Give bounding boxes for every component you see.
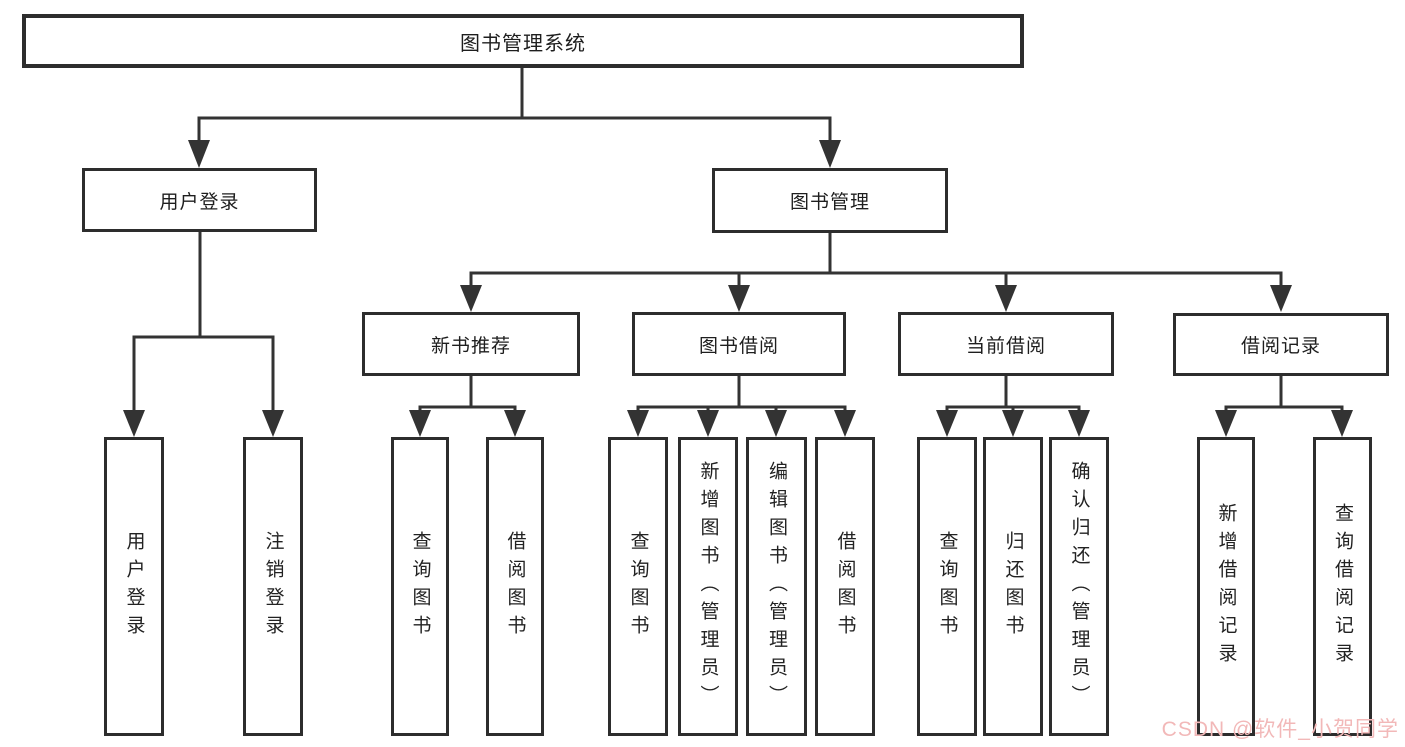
leaf-query-books-borrow: 查询图书 <box>608 437 668 736</box>
leaf-borrow-books: 借阅图书 <box>815 437 875 736</box>
arrowhead <box>409 410 431 437</box>
arrowhead <box>262 410 284 437</box>
node-new-book-recommend: 新书推荐 <box>362 312 580 376</box>
arrowhead <box>995 285 1017 312</box>
arrowhead <box>1002 410 1024 437</box>
leaf-add-borrow-record: 新增借阅记录 <box>1197 437 1255 736</box>
leaf-label: 编辑图书（管理员） <box>766 460 787 713</box>
arrowhead <box>1270 285 1292 312</box>
leaf-label: 新增图书（管理员） <box>697 460 719 713</box>
leaf-label: 查询借阅记录 <box>1332 502 1353 671</box>
leaf-logout: 注销登录 <box>243 437 303 736</box>
node-borrow-record: 借阅记录 <box>1173 313 1389 376</box>
leaf-confirm-return-admin: 确认归还（管理员） <box>1049 437 1109 736</box>
leaf-label: 查询图书 <box>409 530 431 643</box>
node-label: 图书借阅 <box>698 335 779 357</box>
node-label: 新书推荐 <box>430 335 511 357</box>
leaf-label: 查询图书 <box>627 530 649 643</box>
leaf-label: 查询图书 <box>936 530 958 643</box>
node-label: 图书管理系统 <box>460 32 586 55</box>
arrowhead <box>504 410 526 437</box>
node-label: 图书管理 <box>789 192 870 213</box>
node-book-borrow: 图书借阅 <box>632 312 846 376</box>
node-label: 用户登录 <box>159 191 240 213</box>
leaf-label: 新增借阅记录 <box>1215 502 1237 671</box>
arrowhead <box>1068 410 1090 437</box>
leaf-return-books: 归还图书 <box>983 437 1043 736</box>
node-current-borrow: 当前借阅 <box>898 312 1114 376</box>
csdn-watermark: CSDN @软件_小贺同学 <box>1161 718 1399 741</box>
arrowhead <box>728 285 750 312</box>
leaf-label: 归还图书 <box>1002 530 1024 643</box>
arrowhead <box>819 140 841 168</box>
leaf-label: 确认归还（管理员） <box>1068 460 1090 713</box>
leaf-query-books-current: 查询图书 <box>917 437 977 736</box>
leaf-label: 注销登录 <box>262 530 284 643</box>
arrowhead <box>765 410 787 437</box>
arrowhead <box>936 410 958 437</box>
leaf-edit-books-admin: 编辑图书（管理员） <box>746 437 807 736</box>
arrowhead <box>1331 410 1353 437</box>
leaf-label: 借阅图书 <box>504 530 526 643</box>
arrowhead <box>460 285 482 312</box>
node-book-management-branch: 图书管理 <box>712 168 948 233</box>
arrowhead <box>627 410 649 437</box>
arrowhead <box>1215 410 1237 437</box>
arrowhead <box>123 410 145 437</box>
leaf-label: 借阅图书 <box>834 530 856 643</box>
arrowhead <box>834 410 856 437</box>
leaf-add-books-admin: 新增图书（管理员） <box>678 437 738 736</box>
leaf-query-books-recommend: 查询图书 <box>391 437 449 736</box>
node-user-login-branch: 用户登录 <box>82 168 317 232</box>
arrowhead <box>188 140 210 168</box>
arrowhead <box>697 410 719 437</box>
node-label: 当前借阅 <box>965 335 1046 357</box>
node-root-system: 图书管理系统 <box>22 14 1024 68</box>
node-label: 借阅记录 <box>1240 336 1321 357</box>
leaf-borrow-books-recommend: 借阅图书 <box>486 437 544 736</box>
leaf-label: 用户登录 <box>123 530 145 643</box>
leaf-query-borrow-record: 查询借阅记录 <box>1313 437 1372 736</box>
leaf-user-login: 用户登录 <box>104 437 164 736</box>
